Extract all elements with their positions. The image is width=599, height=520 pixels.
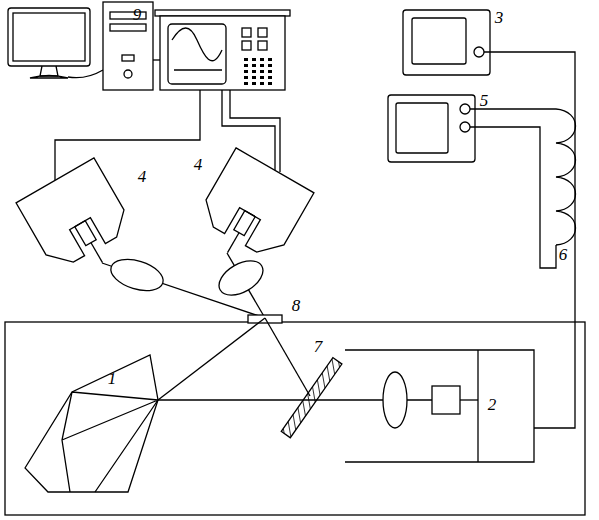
callout-number: 7 (314, 338, 323, 355)
oscilloscope (55, 10, 290, 180)
beam (158, 318, 265, 400)
callout-number: 9 (133, 6, 142, 23)
power-supply (388, 95, 576, 268)
callout-number: 4 (138, 168, 147, 185)
callout-number: 2 (488, 396, 497, 413)
monitor (8, 8, 103, 78)
beam (265, 318, 310, 396)
callout-number: 1 (108, 370, 117, 387)
callout-number: 6 (559, 246, 568, 263)
computer-tower (103, 2, 160, 90)
callout-number: 5 (480, 92, 489, 109)
generator (403, 10, 575, 428)
lens (213, 254, 269, 302)
laser (345, 350, 534, 462)
mirror (281, 358, 342, 438)
crystal (25, 355, 158, 492)
callout-number: 8 (292, 297, 301, 314)
enclosure (5, 322, 585, 515)
callout-number: 3 (495, 9, 504, 26)
lens (107, 254, 167, 297)
detector (189, 148, 314, 275)
callout-number: 4 (194, 156, 203, 173)
